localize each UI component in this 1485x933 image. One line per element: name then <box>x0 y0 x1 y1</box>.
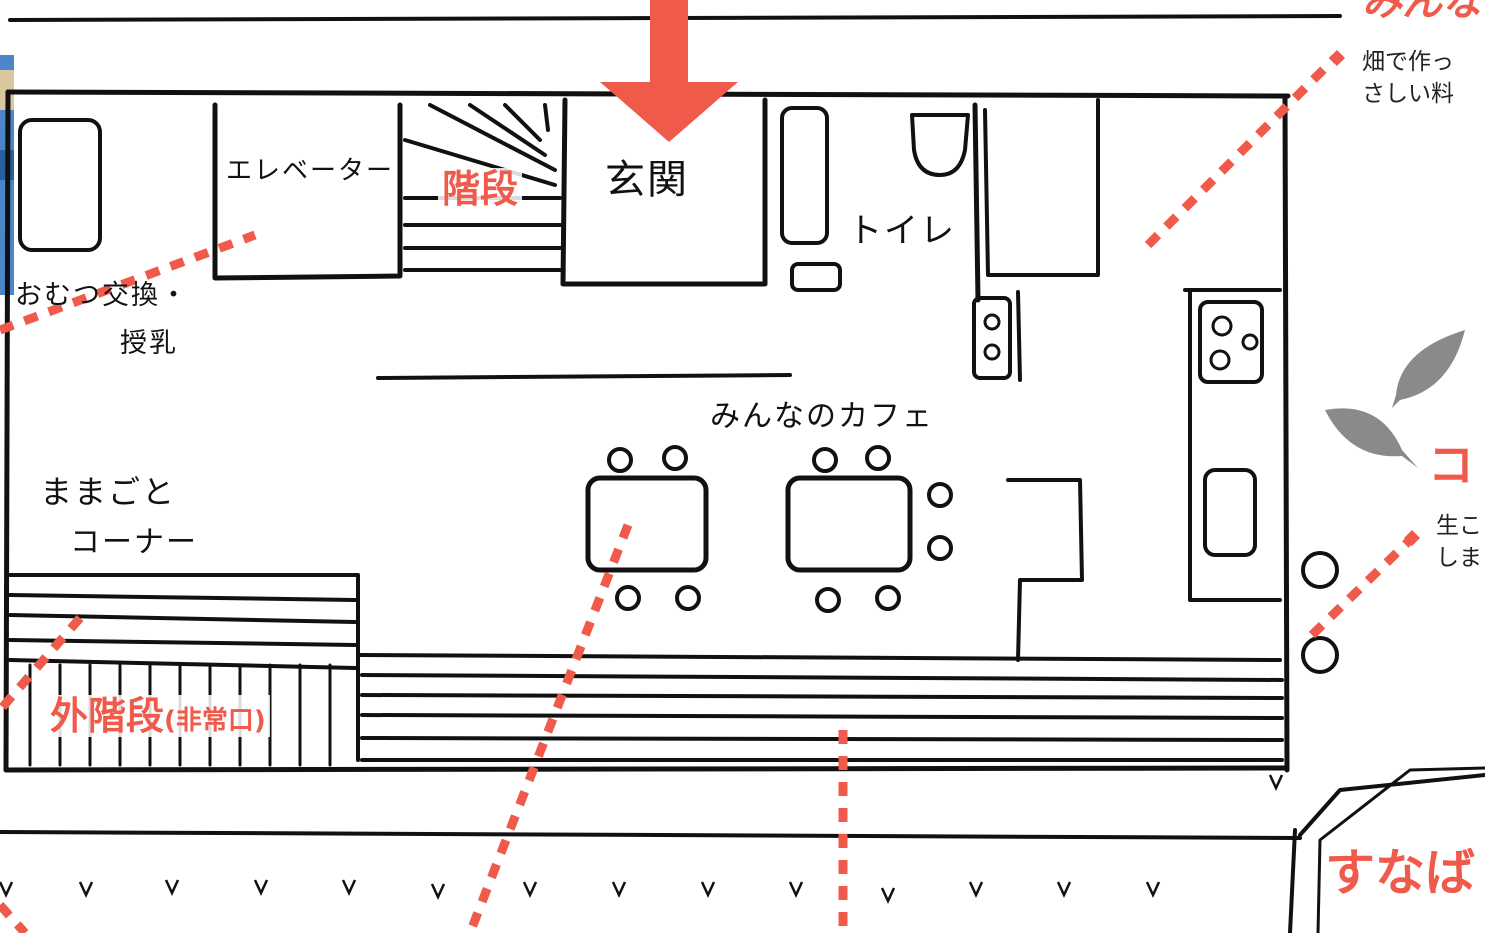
leaf-icon <box>1325 330 1465 468</box>
sink-counter <box>780 106 829 245</box>
note-top-right-line2: さしい料 <box>1362 81 1454 107</box>
diaper-label: おむつ交換・ <box>15 280 189 311</box>
leader-lines <box>0 54 1416 933</box>
sink <box>1203 468 1257 557</box>
cafe-label: みんなのカフェ <box>710 399 934 434</box>
building-left-wall <box>3 89 11 773</box>
elevator-label: エレベーター <box>226 156 395 186</box>
cafe-chairs <box>607 445 953 613</box>
elevator-room <box>212 102 403 281</box>
entrance-arrow-icon <box>600 0 738 142</box>
cafe-table-1 <box>585 475 709 573</box>
cafe-table-2 <box>785 475 913 573</box>
sandpit-label: すなば <box>1325 844 1475 902</box>
entrance-label: 玄関 <box>605 157 689 203</box>
note-mid-right-line2: しま <box>1436 545 1482 571</box>
terrace-deck <box>358 653 1284 762</box>
hallway-line <box>376 373 792 380</box>
outer-stairs-label: 外階段(非常口) <box>46 695 270 737</box>
bullet-diamond <box>1404 530 1420 546</box>
grass-marks <box>0 774 1284 904</box>
outside-stool <box>1301 636 1339 674</box>
toilet-bowl <box>910 113 970 177</box>
header-cut-title: みんな <box>1362 0 1482 25</box>
locker-box <box>18 118 102 252</box>
stairs-label: 階段 <box>438 168 523 210</box>
mamagoto-platform <box>8 573 360 762</box>
note-top-right: 畑で作っ さしい料 <box>1362 46 1454 110</box>
mamagoto-label-line2: コーナー <box>70 525 198 560</box>
toilet-wall <box>972 102 981 303</box>
note-mid-right-line1: 生こ <box>1436 513 1482 539</box>
outer-stairs-text: 外階段 <box>50 694 165 738</box>
bullet-diamond <box>1329 50 1345 66</box>
building-right-wall <box>1282 93 1290 773</box>
toilet-label: トイレ <box>848 211 956 251</box>
note-top-right-line1: 畑で作っ <box>1362 49 1454 75</box>
fridge-unit <box>1006 478 1084 662</box>
building-bottom-wall <box>3 765 1290 773</box>
road-line <box>0 830 1302 840</box>
toilet-stall <box>983 98 1100 277</box>
corner-cut-title: コ <box>1428 438 1474 492</box>
road-line-right <box>1298 773 1485 837</box>
note-mid-right: 生こ しま <box>1436 510 1482 574</box>
mamagoto-label-line1: ままごと <box>40 473 177 511</box>
outside-stool <box>1301 551 1339 589</box>
entrance-room <box>560 97 768 287</box>
small-box <box>790 262 842 292</box>
nursing-label: 授乳 <box>120 328 178 359</box>
appliance-box <box>972 296 1012 380</box>
stove <box>1198 300 1264 384</box>
emergency-exit-text: (非常口) <box>164 706 266 736</box>
kitchen-counter <box>1183 288 1282 602</box>
